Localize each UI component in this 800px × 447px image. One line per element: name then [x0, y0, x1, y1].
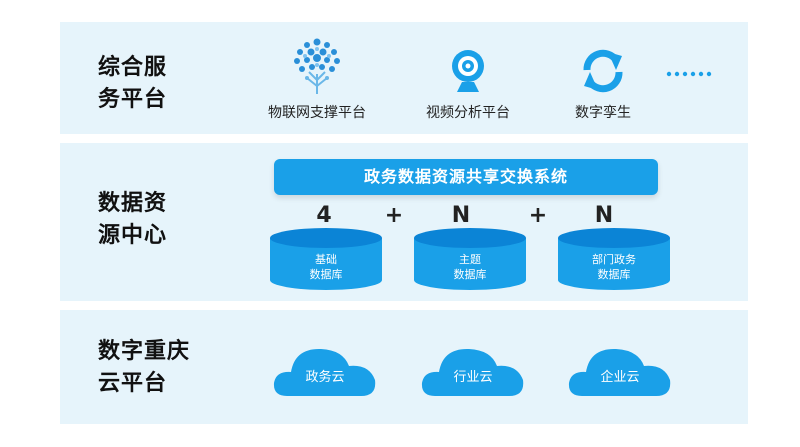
database-label: 基础 数据库	[309, 253, 343, 281]
service-item-label: 数字孪生	[575, 105, 631, 121]
cloud-icon	[568, 348, 671, 396]
database-icon	[270, 228, 382, 290]
service-platform-band	[60, 22, 748, 134]
ellipsis-icon	[666, 71, 712, 77]
cloud-label: 企业云	[600, 370, 640, 385]
cloud-icon	[421, 348, 524, 396]
sync-arrows-icon	[583, 49, 623, 93]
database-label: 主题 数据库	[453, 253, 487, 281]
webcam-icon	[452, 50, 484, 92]
formula-term: N	[451, 203, 471, 228]
formula-term: 4	[316, 203, 332, 228]
database-icon	[414, 228, 526, 290]
cloud-enterprise: 企业云	[568, 342, 672, 398]
database-icon	[558, 228, 670, 290]
formula-operator: +	[528, 203, 548, 228]
database-label: 部门政务 数据库	[592, 253, 636, 281]
formula-operator: +	[384, 203, 404, 228]
iot-tree-icon	[294, 38, 340, 94]
service-item-label: 物联网支撑平台	[268, 105, 366, 121]
service-item-label: 视频分析平台	[426, 105, 510, 121]
cloud-platform-title: 数字重庆 云平台	[98, 339, 191, 396]
data-center-title: 数据资 源中心	[98, 191, 168, 248]
service-item-iot: 物联网支撑平台	[247, 36, 387, 122]
database-cylinder-basic: 基础 数据库	[270, 228, 382, 290]
cloud-industry: 行业云	[421, 342, 525, 398]
service-platform-title: 综合服 务平台	[98, 55, 168, 112]
cloud-icon	[273, 348, 376, 396]
exchange-system-bar: 政务数据资源共享交换系统	[274, 159, 658, 195]
service-item-video: 视频分析平台	[398, 46, 538, 122]
cloud-label: 政务云	[305, 370, 345, 385]
service-item-twin: 数字孪生	[533, 46, 673, 122]
formula-term: N	[594, 203, 614, 228]
cloud-label: 行业云	[453, 370, 493, 385]
database-cylinder-department: 部门政务 数据库	[558, 228, 670, 290]
cloud-government: 政务云	[273, 342, 377, 398]
database-cylinder-topic: 主题 数据库	[414, 228, 526, 290]
